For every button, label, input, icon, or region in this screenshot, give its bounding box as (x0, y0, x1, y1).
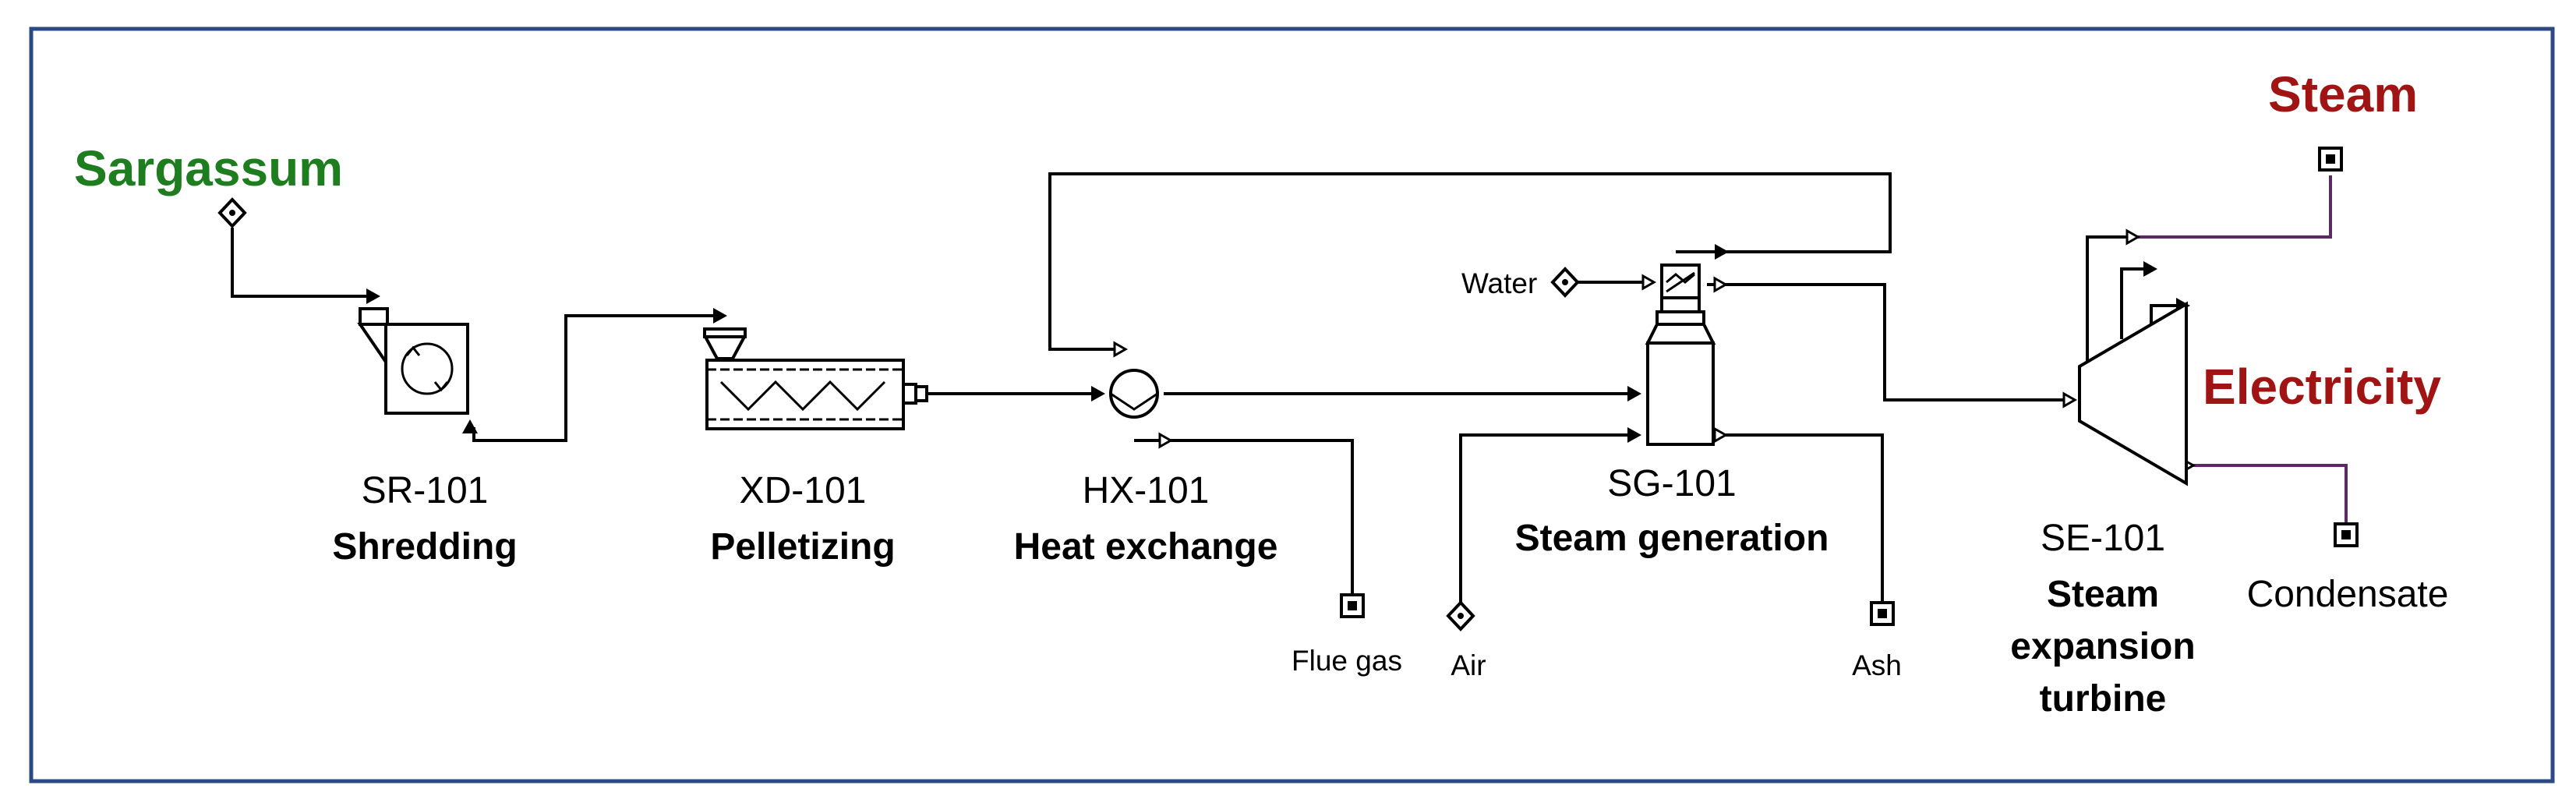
arrowhead (366, 288, 380, 304)
air-stream-label: Air (1451, 649, 1486, 681)
stream-steam-product (2136, 175, 2332, 239)
steam-product-label: Steam (2268, 66, 2418, 122)
arrowhead (2143, 261, 2157, 277)
shredder-icon (357, 307, 469, 415)
unit-tag-hx101: HX-101 (1083, 470, 1210, 511)
unit-name-se101-line1: Steam (2047, 574, 2159, 615)
stream-steam-product-black (2086, 235, 2136, 363)
air-source-terminal (1446, 600, 1475, 631)
stream-recycle-loop (1048, 172, 1892, 351)
unit-name-hx101: Heat exchange (1014, 526, 1278, 568)
water-stream-label: Water (1461, 267, 1537, 299)
unit-tag-sg101: SG-101 (1607, 463, 1736, 504)
electricity-product-label: Electricity (2203, 359, 2441, 415)
condensate-terminal (2334, 522, 2359, 547)
unit-name-se101-line3: turbine (2040, 678, 2167, 720)
arrowhead (1627, 427, 1641, 443)
stream-flue-gas (1134, 439, 1354, 594)
unit-tag-se101: SE-101 (2041, 518, 2165, 559)
ash-terminal (1870, 601, 1895, 626)
steam-turbine-icon (2078, 301, 2188, 486)
arrowhead (1641, 274, 1657, 291)
ash-stream-label: Ash (1852, 649, 1902, 681)
arrowhead (462, 419, 478, 433)
arrowhead (1091, 386, 1105, 401)
heat-exchanger-icon (1109, 369, 1159, 419)
unit-tag-xd101: XD-101 (740, 470, 867, 511)
turbine-outlet-2 (2120, 267, 2143, 339)
arrowhead (1715, 244, 1729, 260)
stream-sargassum-feed (231, 228, 366, 298)
diagram-frame (29, 27, 2555, 783)
arrowhead (1713, 426, 1729, 444)
steam-generator-icon (1645, 264, 1716, 446)
arrowhead (1113, 341, 1129, 358)
arrowhead (713, 308, 727, 324)
arrowhead (2062, 391, 2078, 409)
arrowhead (2125, 228, 2141, 246)
arrowhead (1158, 432, 1174, 449)
unit-name-xd101: Pelletizing (710, 526, 895, 568)
unit-name-se101-line2: expansion (2010, 626, 2195, 667)
extruder-icon (702, 327, 928, 430)
flue-gas-stream-label: Flue gas (1292, 645, 1402, 677)
stream-steam-to-turbine (1707, 283, 2065, 401)
unit-name-sr101: Shredding (332, 526, 517, 568)
steam-product-terminal (2318, 147, 2343, 172)
flue-gas-terminal (1340, 593, 1365, 618)
stream-air (1459, 433, 1627, 608)
unit-name-sg101: Steam generation (1515, 518, 1829, 559)
stream-shredded-biomass (472, 314, 713, 442)
turbine-outlet-3 (2150, 304, 2176, 324)
unit-tag-sr101: SR-101 (362, 470, 489, 511)
sargassum-feed-label: Sargassum (74, 140, 343, 196)
stream-condensate (2192, 464, 2348, 522)
stream-ash (1715, 433, 1884, 603)
water-source-terminal (1550, 267, 1580, 298)
arrowhead (1713, 276, 1729, 293)
arrowhead (1627, 386, 1641, 401)
sargassum-source-terminal (217, 197, 247, 228)
condensate-stream-label: Condensate (2247, 574, 2449, 615)
